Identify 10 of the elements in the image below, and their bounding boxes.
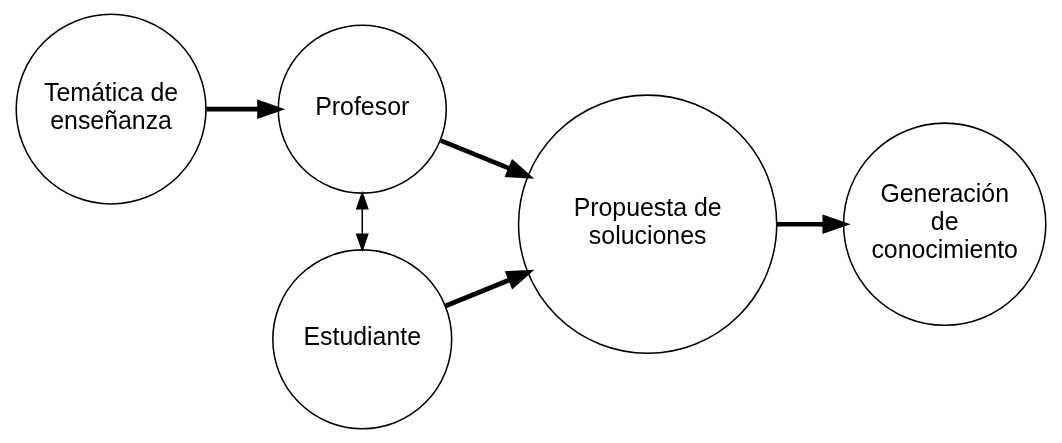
arrow <box>440 138 535 179</box>
node-circle: Profesor <box>277 24 447 194</box>
node-circle: Generación de conocimiento <box>842 122 1047 327</box>
node-circle: Propuesta de soluciones <box>517 94 778 355</box>
node-circle: Estudiante <box>272 249 453 430</box>
arrow <box>206 99 286 119</box>
arrow <box>776 214 851 235</box>
node-circle: Temática de enseñanza <box>15 13 207 205</box>
arrow <box>355 190 369 253</box>
arrow <box>444 269 535 309</box>
